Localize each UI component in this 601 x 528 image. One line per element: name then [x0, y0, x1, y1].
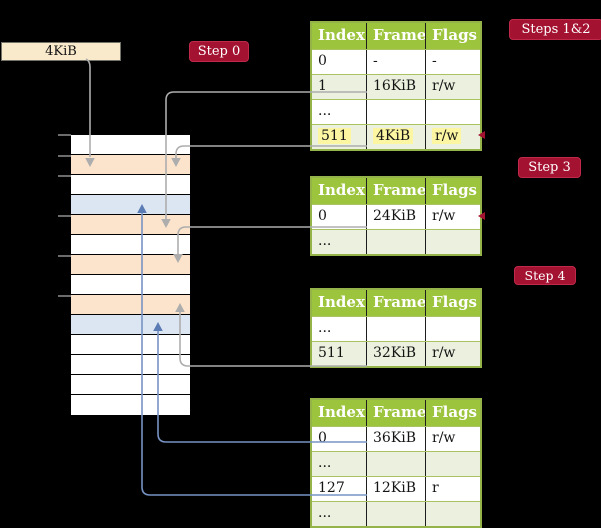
memory-frame-orange — [71, 295, 190, 315]
table-row: ... — [312, 451, 480, 476]
table-cell — [367, 317, 426, 341]
memory-frame-blue — [71, 315, 190, 335]
table-cell: r/w — [426, 125, 480, 149]
table-row: ... — [312, 501, 480, 526]
badge-step-3-label: Step 3 — [528, 160, 571, 175]
table-cell: ... — [312, 317, 367, 341]
table-cell: 511 — [312, 125, 367, 149]
table-cell — [367, 230, 426, 254]
table-cell: r — [432, 480, 439, 496]
table-cell: 36KiB — [367, 427, 426, 451]
table-cell: - — [432, 53, 437, 69]
table-cell — [367, 100, 426, 124]
table-cell: 127 — [312, 477, 367, 501]
page-size-label: 4KiB — [1, 42, 121, 61]
table-row: ... — [312, 316, 480, 341]
badge-steps-1-2: Steps 1&2 — [509, 19, 601, 40]
table-cell: 16KiB — [367, 75, 426, 99]
table-cell: r/w — [432, 345, 456, 361]
table-header-cell: Flags — [432, 26, 477, 44]
table-row: ... — [312, 229, 480, 254]
table-cell: 24KiB — [367, 205, 426, 229]
memory-frame-white — [71, 355, 190, 375]
table-cell: - — [367, 50, 426, 74]
table-row: 0-- — [312, 49, 480, 74]
table-cell — [426, 452, 480, 476]
table-header-cell: Frame — [367, 23, 426, 49]
table-cell: 0 — [312, 205, 367, 229]
table-cell: 32KiB — [367, 342, 426, 366]
badge-step-3: Step 3 — [518, 157, 581, 178]
table-header-cell: Index — [312, 178, 367, 204]
table-cell: r/w — [432, 430, 456, 446]
table-header-cell: Index — [312, 23, 367, 49]
table-cell: 12KiB — [367, 477, 426, 501]
table-cell: ... — [312, 502, 367, 526]
table-cell: 0 — [312, 427, 367, 451]
memory-frame-white — [71, 335, 190, 355]
table-header-cell: Flags — [432, 403, 477, 421]
table-header-cell: Frame — [367, 400, 426, 426]
table-cell: ... — [312, 452, 367, 476]
table-cell: ... — [312, 230, 367, 254]
table-cell: 1 — [312, 75, 367, 99]
memory-frame-orange — [71, 255, 190, 275]
memory-frame-blue — [71, 195, 190, 215]
badge-steps-1-2-label: Steps 1&2 — [521, 22, 591, 37]
badge-step-0: Step 0 — [189, 41, 249, 62]
memory-frame-white — [71, 135, 190, 155]
table-row: ... — [312, 99, 480, 124]
memory-frame-orange — [71, 215, 190, 235]
badge-step-0-label: Step 0 — [197, 44, 241, 59]
memory-frame-white — [71, 395, 190, 415]
table-cell — [367, 502, 426, 526]
table-cell: 0 — [312, 50, 367, 74]
table-cell — [426, 230, 480, 254]
page-size-text: 4KiB — [45, 44, 77, 59]
table-cell: ... — [312, 100, 367, 124]
table-header-cell: Frame — [367, 290, 426, 316]
table-cell — [426, 317, 480, 341]
memory-frame-white — [71, 275, 190, 295]
table-cell — [426, 100, 480, 124]
table-header-cell: Index — [312, 290, 367, 316]
table-header-cell: Flags — [432, 293, 477, 311]
table-header-cell: Index — [312, 400, 367, 426]
badge-step-4-label: Step 4 — [524, 268, 566, 283]
table-cell: r/w — [432, 78, 456, 94]
badge-step-4: Step 4 — [514, 266, 576, 285]
memory-frame-white — [71, 375, 190, 395]
memory-strip — [70, 134, 191, 416]
table-cell: r/w — [432, 208, 456, 224]
memory-frame-orange — [71, 155, 190, 175]
table-cell — [367, 452, 426, 476]
memory-frame-white — [71, 175, 190, 195]
table-header-cell: Flags — [432, 181, 477, 199]
memory-frame-white — [71, 235, 190, 255]
table-cell — [426, 502, 480, 526]
table-cell: 4KiB — [367, 125, 426, 149]
table-cell: 511 — [312, 342, 367, 366]
table-header-cell: Frame — [367, 178, 426, 204]
